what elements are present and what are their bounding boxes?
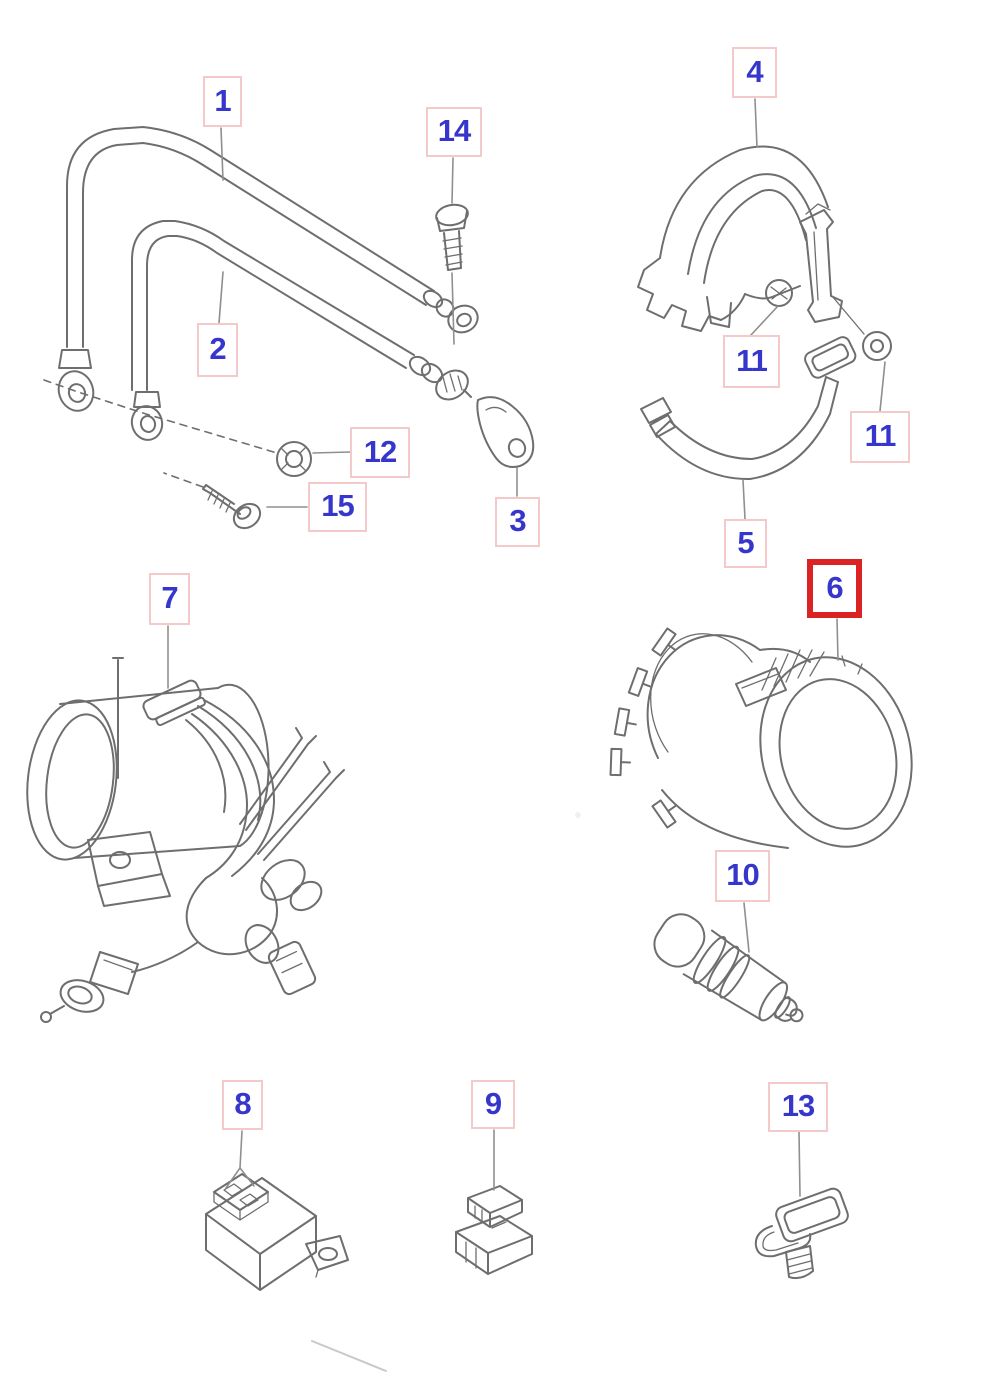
leader-line-12 [312,451,351,454]
callout-7[interactable]: 7 [149,573,190,625]
callout-1[interactable]: 1 [203,76,242,127]
callout-12[interactable]: 12 [350,427,410,478]
leader-line-10 [743,902,750,953]
leader-line-6 [836,618,839,661]
leader-line-4 [754,98,758,148]
callout-number: 11 [864,418,897,453]
callout-number: 2 [209,331,226,366]
callout-8[interactable]: 8 [222,1080,263,1130]
callout-11b[interactable]: 11 [850,411,910,463]
callout-number: 8 [234,1086,251,1121]
callout-10[interactable]: 10 [715,850,770,902]
callout-6[interactable]: 6 [807,559,862,618]
callout-number: 5 [737,524,754,560]
callout-4[interactable]: 4 [732,47,777,98]
callout-13[interactable]: 13 [768,1082,828,1132]
callout-number: 7 [161,580,178,615]
leader-line-11a [750,305,779,336]
callout-number: 1 [214,82,231,118]
leader-line-14 [451,272,455,345]
callout-11a[interactable]: 11 [723,335,780,388]
callout-number: 6 [826,569,843,605]
part-7-motor-harness-drawing [26,657,345,1023]
leader-line-11b [879,361,886,412]
leader-line-8 [239,1167,255,1187]
leader-line-8 [225,1167,241,1189]
part-1-cable-drawing [57,126,479,412]
stray-marks [311,812,581,1372]
part-15-screw-drawing [202,484,262,530]
callout-number: 9 [484,1085,502,1121]
callout-5[interactable]: 5 [724,519,767,568]
leader-line-1 [220,127,224,181]
callout-number: 13 [781,1088,815,1123]
part-13-clip-drawing [754,1187,849,1280]
leader-lines [167,98,886,1197]
leader-line-14 [451,157,454,204]
callout-number: 11 [736,342,768,378]
callout-15[interactable]: 15 [308,482,367,532]
part-9-connector-drawing [455,1185,533,1275]
leader-line-2 [218,271,224,324]
callout-3[interactable]: 3 [495,497,540,547]
part-6-gauge-housing-drawing [609,627,913,849]
part-2-cable-drawing [130,220,472,441]
part-4-upper-shroud-drawing [637,145,892,361]
leader-line-8 [239,1130,243,1169]
part-8-relay-drawing [205,1173,349,1291]
part-12-nut-drawing [276,441,312,477]
callout-9[interactable]: 9 [471,1080,515,1129]
callout-number: 14 [437,113,471,148]
callout-number: 4 [746,53,763,89]
callout-14[interactable]: 14 [426,107,482,157]
leader-line-5 [742,479,746,520]
part-3-cable-end-drawing [476,396,535,468]
leader-line-13 [798,1131,801,1197]
part-5-lower-shroud-drawing [640,336,857,481]
callout-number: 3 [509,503,526,538]
assembly-dashed-lines [43,379,278,488]
callout-number: 12 [363,433,397,469]
callout-number: 15 [321,488,354,523]
part-10-sensor-drawing [653,913,804,1023]
callout-2[interactable]: 2 [197,323,238,377]
callout-number: 10 [726,857,759,892]
part-14-screw-drawing [435,203,469,271]
